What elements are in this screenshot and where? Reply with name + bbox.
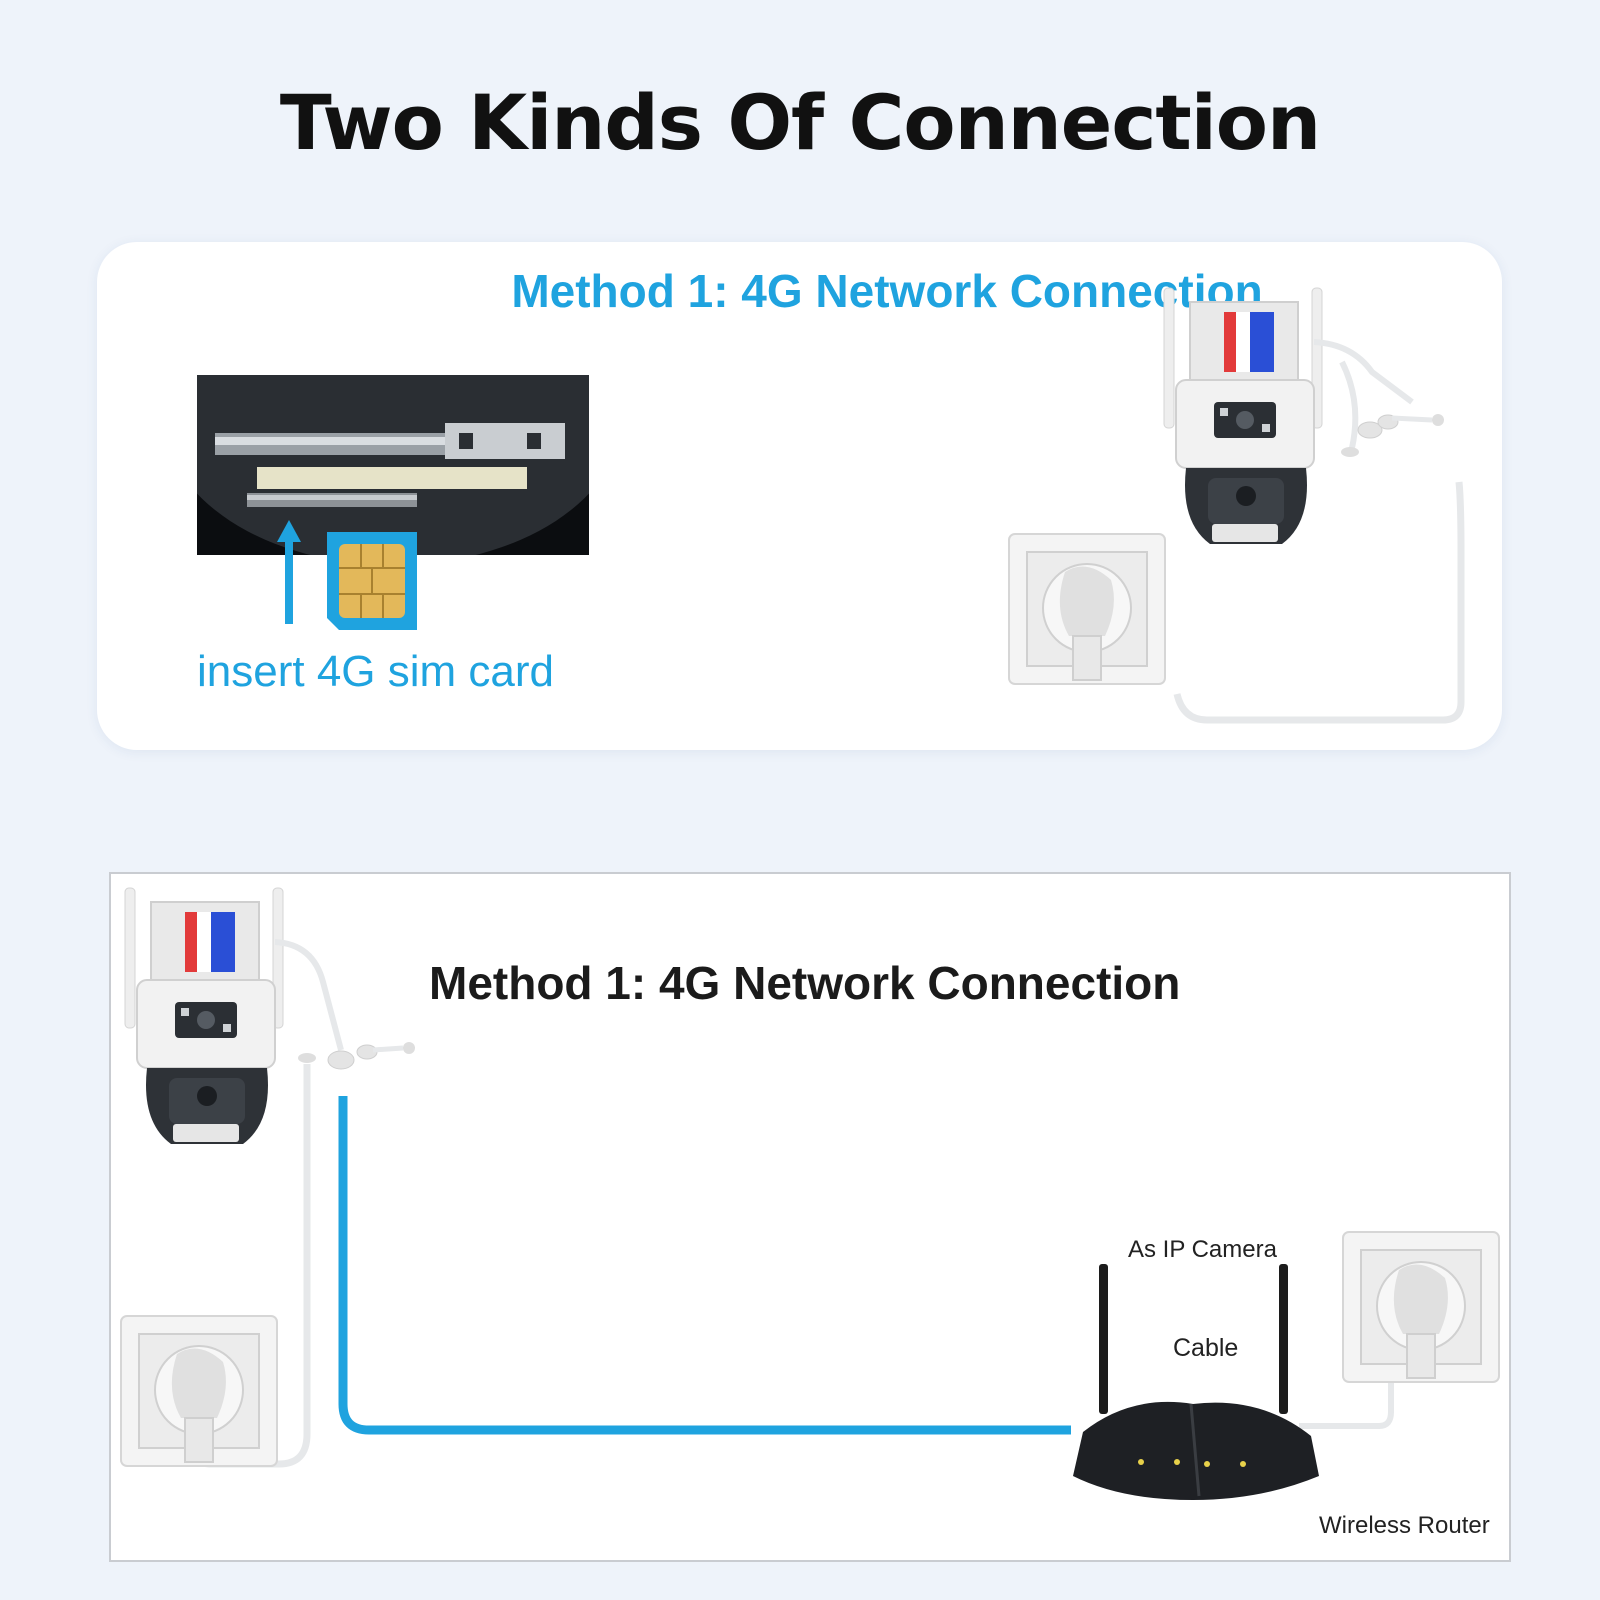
sim-caption: insert 4G sim card <box>197 647 554 696</box>
method2-title: Method 1: 4G Network Connection <box>429 957 1181 1009</box>
router-icon <box>1073 1264 1319 1500</box>
method1-card: Method 1: 4G Network Connection insert <box>97 242 1502 750</box>
label-cable: Cable <box>1173 1334 1239 1362</box>
power-socket-icon <box>1342 1231 1500 1383</box>
sim-card-icon <box>327 532 417 630</box>
label-ip-camera: As IP Camera <box>1128 1236 1277 1263</box>
power-socket-icon <box>1008 533 1166 685</box>
power-cable <box>1173 481 1465 724</box>
label-wireless-router: Wireless Router <box>1319 1512 1490 1539</box>
sim-slot-photo <box>197 375 589 555</box>
method2-panel: Method 1: 4G Network Connection <box>109 872 1511 1562</box>
up-arrow-icon <box>277 520 301 624</box>
camera-icon <box>1163 287 1444 544</box>
power-socket-icon <box>120 1315 278 1467</box>
page-title: Two Kinds Of Connection <box>279 78 1321 167</box>
method1-title: Method 1: 4G Network Connection <box>511 265 1263 317</box>
camera-icon <box>124 887 415 1144</box>
